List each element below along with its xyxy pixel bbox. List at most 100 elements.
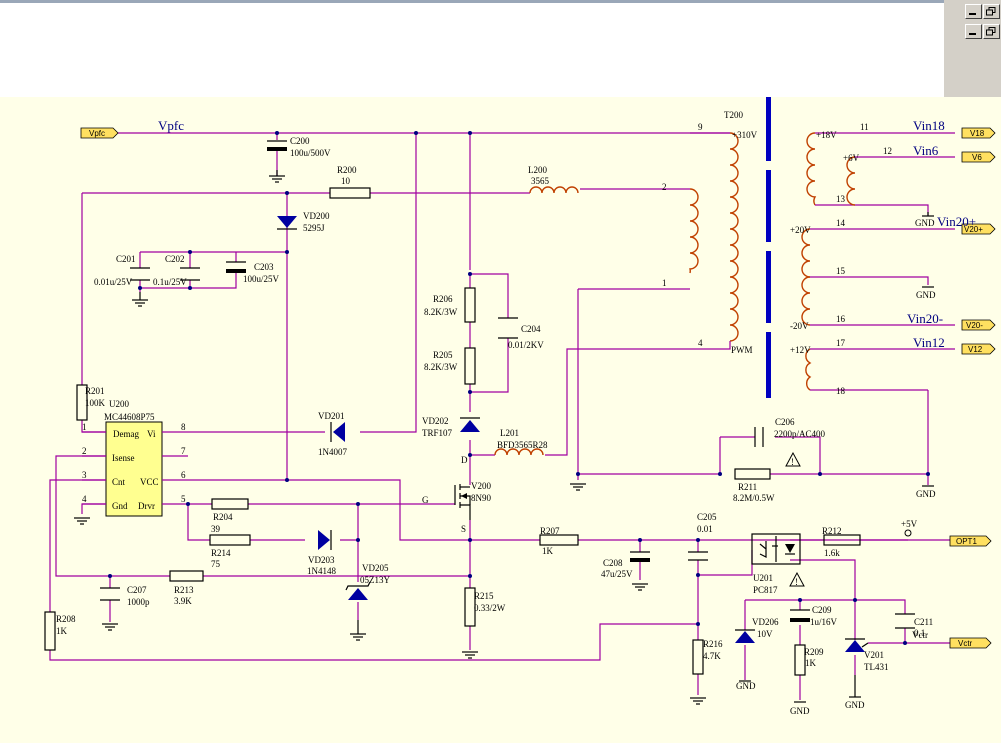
r207-value: 1K <box>542 546 554 556</box>
t200-ref: T200 <box>724 110 743 120</box>
c211-value: 0.1 <box>914 628 925 638</box>
restore-button-2[interactable] <box>983 24 1000 39</box>
r214-ref: R214 <box>211 548 231 558</box>
schematic-diagram[interactable]: Vpfc V18 V6 V20+ V20- V12 OPT1 Vctr Vpfc… <box>0 97 1001 743</box>
gnd-label-6: GND <box>845 700 865 710</box>
junctions <box>108 131 930 645</box>
c200-ref: C200 <box>290 136 310 146</box>
gnd-label-1: GND <box>915 218 935 228</box>
capacitors <box>100 140 915 629</box>
l201-value: BFD3565R28 <box>497 440 548 450</box>
ic-pin-vcc: VCC <box>140 477 159 487</box>
resistor-r211 <box>734 468 771 480</box>
optocoupler-u201 <box>751 533 801 565</box>
ic-pinnum-1: 1 <box>82 422 87 432</box>
t200-p6: +6V <box>843 153 860 163</box>
diodes <box>277 216 869 652</box>
r209-value: 1K <box>805 658 817 668</box>
pin-4: 4 <box>698 338 703 348</box>
resistor-r216 <box>692 639 704 675</box>
ic-pinnum-6: 6 <box>181 470 186 480</box>
plus5v-terminal <box>904 529 912 537</box>
r208-ref: R208 <box>56 614 76 624</box>
net-plus5v: +5V <box>901 519 918 529</box>
t200-p20: +20V <box>790 225 811 235</box>
r206-value: 8.2K/3W <box>424 307 458 317</box>
minimize-button[interactable] <box>965 4 982 19</box>
labels: Vpfc V18 V6 V20+ V20- V12 OPT1 Vctr Vpfc… <box>56 110 985 716</box>
ic-ref: U200 <box>109 399 129 409</box>
minimize-button-2[interactable] <box>965 24 982 39</box>
restore-button[interactable] <box>983 4 1000 19</box>
r216-value: 4.7K <box>703 651 721 661</box>
resistor-r206 <box>464 287 476 323</box>
c205-ref: C205 <box>697 512 717 522</box>
net-vpfc: Vpfc <box>158 118 184 133</box>
port-v20p: V20+ <box>964 225 983 234</box>
vd202-ref: VD202 <box>422 416 449 426</box>
pin-9: 9 <box>698 122 703 132</box>
pin-13: 13 <box>836 194 846 204</box>
ic-u200 <box>82 421 188 517</box>
pin-1: 1 <box>662 278 667 288</box>
net-vin18: Vin18 <box>913 118 945 133</box>
c201-value: 0.01u/25V <box>94 277 133 287</box>
net-vin12: Vin12 <box>913 335 945 350</box>
ic-pinnum-2: 2 <box>82 446 87 456</box>
ic-pin-gnd: Gnd <box>112 501 128 511</box>
gnd-label-2: GND <box>916 290 936 300</box>
mosfet-pin-s: S <box>461 524 466 534</box>
r204-ref: R204 <box>213 512 233 522</box>
warning-icons <box>785 451 805 587</box>
r213-ref: R213 <box>174 585 194 595</box>
ic-pin-drvr: Drvr <box>138 501 155 511</box>
pin-18: 18 <box>836 386 846 396</box>
transformer-core <box>766 97 771 398</box>
port-vpfc: Vpfc <box>89 129 105 138</box>
r212-value: 1.6k <box>824 548 840 558</box>
resistor-r212 <box>823 534 861 546</box>
c201-ref: C201 <box>116 254 136 264</box>
ic-pin-isense: Isense <box>112 453 135 463</box>
c208-value: 47u/25V <box>601 569 633 579</box>
r212-ref: R212 <box>822 526 842 536</box>
ic-pinnum-4: 4 <box>82 494 87 504</box>
resistor-r209 <box>794 644 806 676</box>
resistor-r205 <box>464 347 476 385</box>
port-opt1: OPT1 <box>956 537 977 546</box>
c207-value: 1000p <box>127 597 150 607</box>
vd205-value: 05Z13Y <box>360 575 390 585</box>
ic-pinnum-5: 5 <box>181 494 186 504</box>
c204-value: 0.01/2KV <box>508 340 544 350</box>
resistor-r215 <box>464 587 476 627</box>
resistors <box>44 187 861 676</box>
gnd-label-4: GND <box>736 681 756 691</box>
port-vctr: Vctr <box>958 639 973 648</box>
r204-value: 39 <box>211 524 221 534</box>
warning-mark-2: ! <box>795 577 798 587</box>
gnd-label-3: GND <box>916 489 936 499</box>
r213-value: 3.9K <box>174 596 192 606</box>
ic-pin-demag: Demag <box>113 429 139 439</box>
r201-ref: R201 <box>85 386 105 396</box>
v200-ref: V200 <box>471 481 491 491</box>
vd203-value: 1N4148 <box>307 566 336 576</box>
port-flags[interactable] <box>80 127 996 649</box>
t200-v310: +310V <box>732 130 758 140</box>
t200-p18: +18V <box>816 130 837 140</box>
c203-value: 100u/25V <box>243 274 280 284</box>
r208-value: 1K <box>56 626 68 636</box>
pin-16: 16 <box>836 314 846 324</box>
v201-value: TL431 <box>864 662 889 672</box>
c206-value: 2200p/AC400 <box>774 429 826 439</box>
resistor-r204 <box>211 498 249 510</box>
c206-ref: C206 <box>775 417 795 427</box>
ic-pinnum-3: 3 <box>82 470 87 480</box>
gnd-label-5: GND <box>790 706 810 716</box>
r205-ref: R205 <box>433 350 453 360</box>
restore-icon <box>986 7 996 16</box>
v200-value: 8N90 <box>471 493 491 503</box>
mosfet-v200 <box>454 484 471 520</box>
mosfet-pin-g: G <box>422 495 429 505</box>
vd205-ref: VD205 <box>362 563 389 573</box>
